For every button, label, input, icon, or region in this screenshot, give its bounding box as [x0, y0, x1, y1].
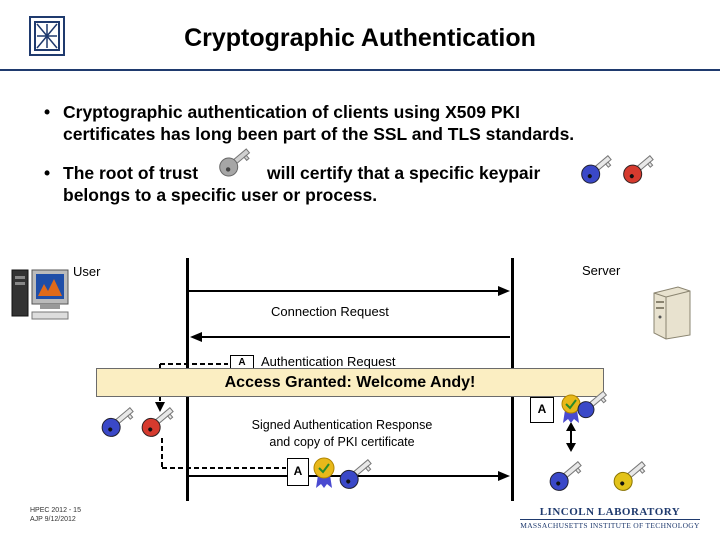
- server-blue-key-icon: [549, 461, 582, 491]
- bullet-marker: •: [44, 102, 51, 122]
- server-icon: [653, 286, 691, 340]
- bullet-2-line2: belongs to a specific user or process.: [63, 185, 378, 205]
- title-divider: [0, 69, 720, 71]
- lincoln-lab-logo: [29, 16, 65, 56]
- footer-org: LINCOLN LABORATORY MASSACHUSETTS INSTITU…: [520, 506, 700, 530]
- signed-response-line2: and copy of PKI certificate: [269, 435, 415, 449]
- server-cert-key-icon: [577, 390, 608, 419]
- bullet-1-line2: certificates has long been part of the S…: [63, 124, 575, 144]
- computer-icon: [11, 269, 69, 320]
- bullet-marker: •: [44, 163, 51, 183]
- footer-meta: HPEC 2012 - 15 AJP 9/12/2012: [30, 506, 81, 524]
- authentication-request-label: Authentication Request: [261, 354, 396, 369]
- user-label: User: [73, 264, 101, 279]
- access-granted-banner: Access Granted: Welcome Andy!: [96, 368, 604, 397]
- footer-org-line1: LINCOLN LABORATORY: [539, 506, 681, 518]
- root-key-icon: [219, 148, 251, 177]
- blue-key-icon: [581, 155, 612, 184]
- bullet-2-part2: will certify that a specific keypair: [267, 163, 541, 183]
- user-red-key-icon: [141, 407, 174, 437]
- server-cert-box: A: [530, 397, 554, 423]
- bullet-2-part1: The root of trust: [63, 163, 199, 183]
- server-gold-key-icon: [613, 461, 646, 491]
- signed-response-label: Signed Authentication Response and copy …: [222, 417, 462, 451]
- footer-meta-line1: HPEC 2012 - 15: [30, 507, 81, 514]
- signed-cert-box: A: [287, 458, 309, 486]
- red-key-icon: [623, 155, 654, 184]
- server-gold-seal-icon: [561, 394, 581, 423]
- footer-org-divider: [520, 519, 700, 520]
- user-blue-key-icon: [101, 407, 134, 437]
- signed-blue-key-icon: [339, 459, 372, 489]
- bullet-1-line1: Cryptographic authentication of clients …: [63, 102, 521, 122]
- footer-meta-line2: AJP 9/12/2012: [30, 516, 76, 523]
- signed-response-line1: Signed Authentication Response: [251, 418, 433, 432]
- footer-org-line2: MASSACHUSETTS INSTITUTE OF TECHNOLOGY: [520, 521, 700, 530]
- page-title: Cryptographic Authentication: [184, 24, 536, 52]
- gold-seal-icon: [313, 457, 335, 488]
- server-label: Server: [582, 263, 621, 278]
- connection-request-label: Connection Request: [271, 304, 389, 319]
- bullet-1: Cryptographic authentication of clients …: [63, 101, 703, 145]
